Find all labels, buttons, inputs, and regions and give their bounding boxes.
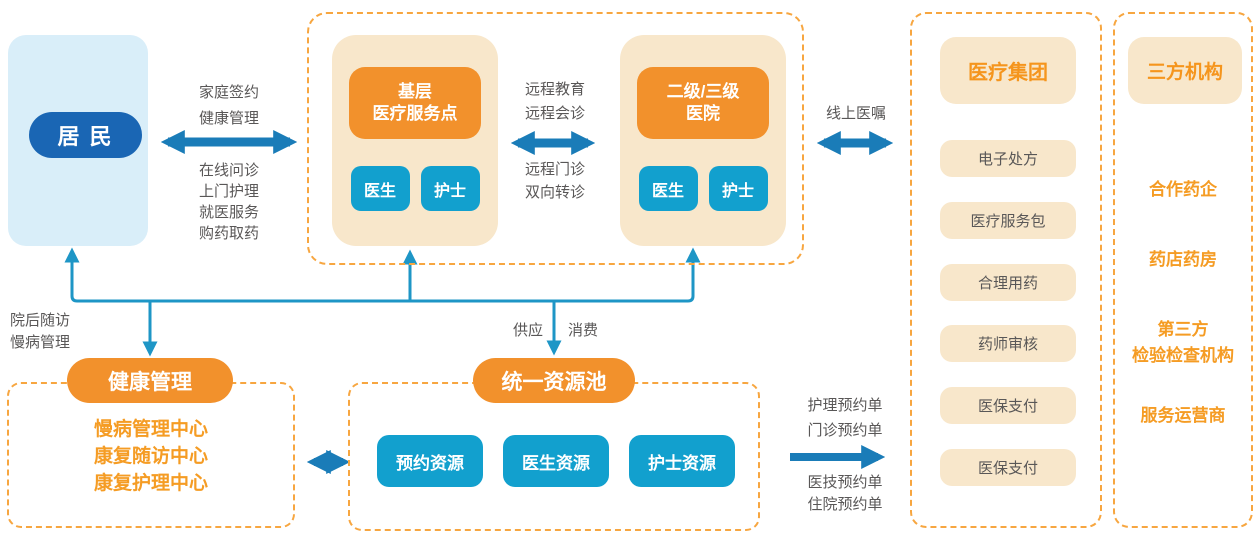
group-item-insurance-payment-2: 医保支付 — [940, 449, 1076, 486]
health-item-rehab-followup: 康复随访中心 — [93, 446, 208, 467]
medical-network-box — [307, 12, 804, 265]
health-mgmt-box: 慢病管理中心 康复随访中心 康复护理中心 — [7, 382, 295, 528]
primary-care-title: 基层 医疗服务点 — [349, 67, 481, 139]
group-item-insurance-payment: 医保支付 — [940, 387, 1076, 424]
medical-group-title: 医疗集团 — [940, 37, 1076, 104]
residents-panel: 居 民 — [8, 35, 148, 246]
group-item-service-package: 医疗服务包 — [940, 202, 1076, 239]
label-post-hospital: 院后随访 慢病管理 — [10, 312, 71, 351]
medical-group-column: 医疗集团 电子处方 医疗服务包 合理用药 药师审核 医保支付 医保支付 — [910, 12, 1102, 528]
health-item-rehab-nursing: 康复护理中心 — [93, 473, 208, 494]
doctor-chip: 医生 — [350, 166, 410, 211]
group-item-pharmacist-review: 药师审核 — [940, 325, 1076, 362]
appointment-resource-chip: 预约资源 — [377, 435, 483, 487]
third-item-testing-institutions: 第三方 检验检查机构 — [1132, 320, 1234, 365]
label-orders-medtech-inpatient: 医技预约单 住院预约单 — [807, 474, 883, 513]
third-item-service-operators: 服务运营商 — [1140, 406, 1226, 425]
label-remote-education: 远程教育 远程会诊 — [524, 81, 585, 122]
primary-staff-row: 医生 护士 — [332, 166, 498, 211]
hospital-staff-row: 医生 护士 — [620, 166, 786, 211]
health-mgmt-title: 健康管理 — [67, 358, 233, 403]
hospital-facility: 二级/三级 医院 医生 护士 — [620, 35, 786, 246]
label-orders-nursing-clinic: 护理预约单 门诊预约单 — [807, 397, 883, 439]
resource-pool-title: 统一资源池 — [473, 358, 635, 403]
third-item-pharma-partners: 合作药企 — [1149, 180, 1217, 199]
doctor-chip: 医生 — [638, 166, 698, 211]
residents-node: 居 民 — [29, 112, 142, 158]
label-remote-clinic: 远程门诊 双向转诊 — [524, 161, 585, 201]
third-party-title: 三方机构 — [1128, 37, 1242, 104]
label-online-order: 线上医嘱 — [825, 105, 886, 122]
label-supply: 供应 — [512, 322, 543, 339]
label-consume: 消费 — [568, 322, 599, 339]
health-mgmt-items: 慢病管理中心 康复随访中心 康复护理中心 — [9, 416, 293, 497]
label-family-contract: 家庭签约 健康管理 — [198, 84, 259, 127]
primary-care-facility: 基层 医疗服务点 医生 护士 — [332, 35, 498, 246]
hospital-title: 二级/三级 医院 — [637, 67, 769, 139]
third-party-column: 三方机构 合作药企 药店药房 第三方 检验检查机构 服务运营商 — [1113, 12, 1253, 528]
health-item-chronic: 慢病管理中心 — [93, 419, 208, 440]
third-item-pharmacies: 药店药房 — [1149, 250, 1217, 269]
group-item-eprescription: 电子处方 — [940, 140, 1076, 177]
nurse-resource-chip: 护士资源 — [629, 435, 735, 487]
wire-trunk — [64, 247, 701, 303]
nurse-chip: 护士 — [420, 166, 480, 211]
nurse-chip: 护士 — [708, 166, 768, 211]
group-item-rational-medication: 合理用药 — [940, 264, 1076, 301]
doctor-resource-chip: 医生资源 — [503, 435, 609, 487]
label-online-services: 在线问诊 上门护理 就医服务 购药取药 — [198, 162, 259, 242]
